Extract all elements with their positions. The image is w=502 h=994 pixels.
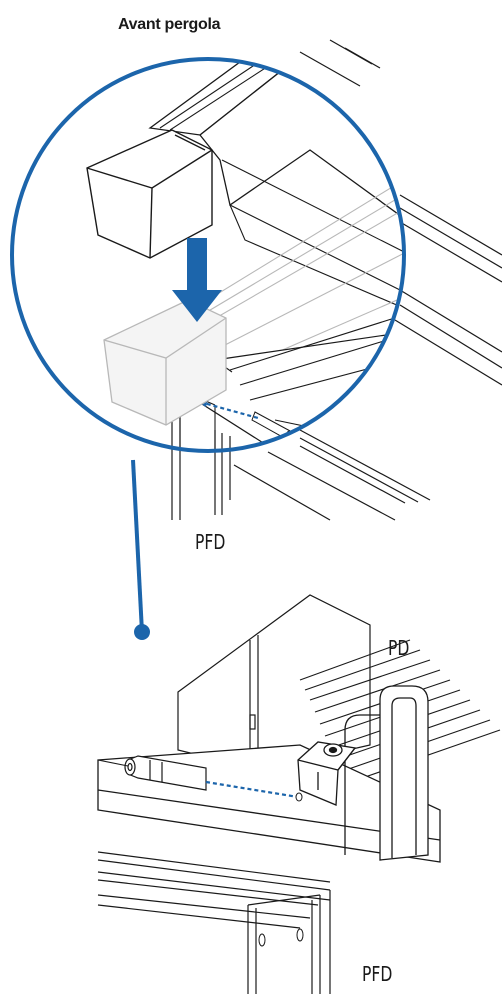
lower-frame xyxy=(97,851,331,994)
detail-circle xyxy=(10,57,406,453)
top-rails-outside xyxy=(233,39,502,521)
insertion-path-bottom xyxy=(205,780,299,799)
insertion-path-top xyxy=(199,400,259,420)
side-plate xyxy=(177,594,371,771)
label-pd: PD xyxy=(388,636,410,660)
down-arrow xyxy=(172,238,222,322)
end-bracket xyxy=(344,685,429,861)
callout-dot xyxy=(134,624,150,640)
label-pfd-top: PFD xyxy=(195,530,226,554)
callout-line xyxy=(131,459,144,633)
page-title: Avant pergola xyxy=(118,16,221,33)
end-cap-solid xyxy=(86,129,213,259)
screw xyxy=(124,755,207,791)
detail-circle-content xyxy=(86,59,404,451)
fixing-block xyxy=(297,741,357,806)
label-pfd-bottom: PFD xyxy=(362,962,393,986)
screw-axis-line xyxy=(97,759,129,767)
